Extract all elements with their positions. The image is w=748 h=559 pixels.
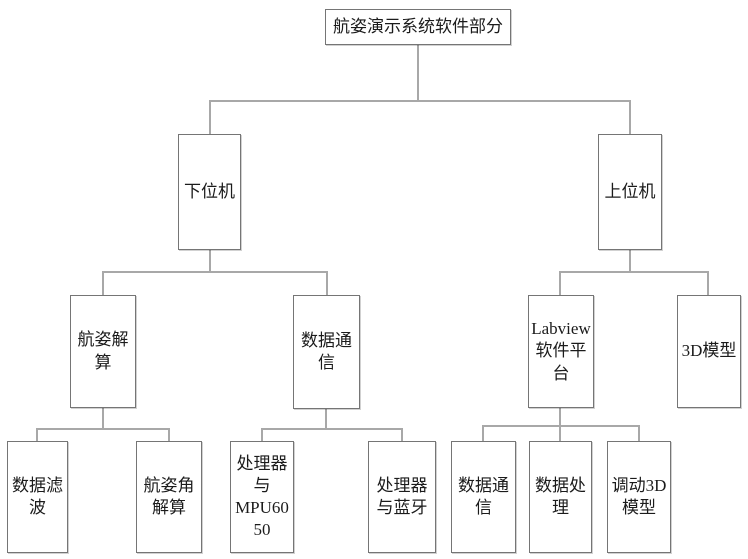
connector-drop-processor-bluetooth: [401, 428, 403, 441]
connector-drop-lower-machine: [209, 100, 211, 134]
node-attitude-calculation: 航姿解算: [70, 295, 136, 408]
connector-drop-attitude-angle: [168, 428, 170, 441]
node-labview-platform: Labview软件平台: [528, 295, 594, 408]
connector-data-comm-bar: [261, 428, 403, 430]
node-processor-mpu6050: 处理器 与 MPU6050: [230, 441, 294, 553]
node-data-communication-lower: 数据通信: [293, 295, 360, 409]
connector-drop-data-communication-upper: [482, 425, 484, 441]
connector-drop-upper-machine: [629, 100, 631, 134]
connector-drop-processor-mpu6050: [261, 428, 263, 441]
connector-drop-attitude-calculation: [102, 271, 104, 295]
node-root: 航姿演示系统软件部分: [325, 9, 511, 45]
connector-attitude-calc-stem: [102, 408, 104, 429]
node-processor-bluetooth: 处理器与蓝牙: [368, 441, 436, 553]
connector-drop-call-3d-model: [638, 425, 640, 441]
connector-labview-stem: [559, 408, 561, 441]
node-3d-model: 3D模型: [677, 295, 741, 408]
connector-drop-data-filtering: [36, 428, 38, 441]
node-data-filtering: 数据滤波: [7, 441, 68, 553]
connector-lower-stem: [209, 250, 211, 272]
node-call-3d-model: 调动3D模型: [607, 441, 671, 553]
connector-data-comm-stem: [325, 409, 327, 429]
connector-drop-data-communication-lower: [326, 271, 328, 295]
node-data-processing: 数据处理: [529, 441, 592, 553]
connector-drop-labview-platform: [559, 271, 561, 295]
connector-lower-bar: [102, 271, 328, 273]
node-upper-machine: 上位机: [598, 134, 662, 250]
node-attitude-angle-calculation: 航姿角解算: [136, 441, 202, 553]
node-data-communication-upper: 数据通信: [451, 441, 516, 553]
connector-drop-3d-model: [707, 271, 709, 295]
connector-labview-bar: [482, 425, 640, 427]
connector-root-stem: [417, 45, 419, 101]
node-lower-machine: 下位机: [178, 134, 241, 250]
connector-root-bar: [209, 100, 631, 102]
connector-attitude-calc-bar: [36, 428, 170, 430]
connector-upper-stem: [629, 250, 631, 272]
connector-upper-bar: [559, 271, 709, 273]
